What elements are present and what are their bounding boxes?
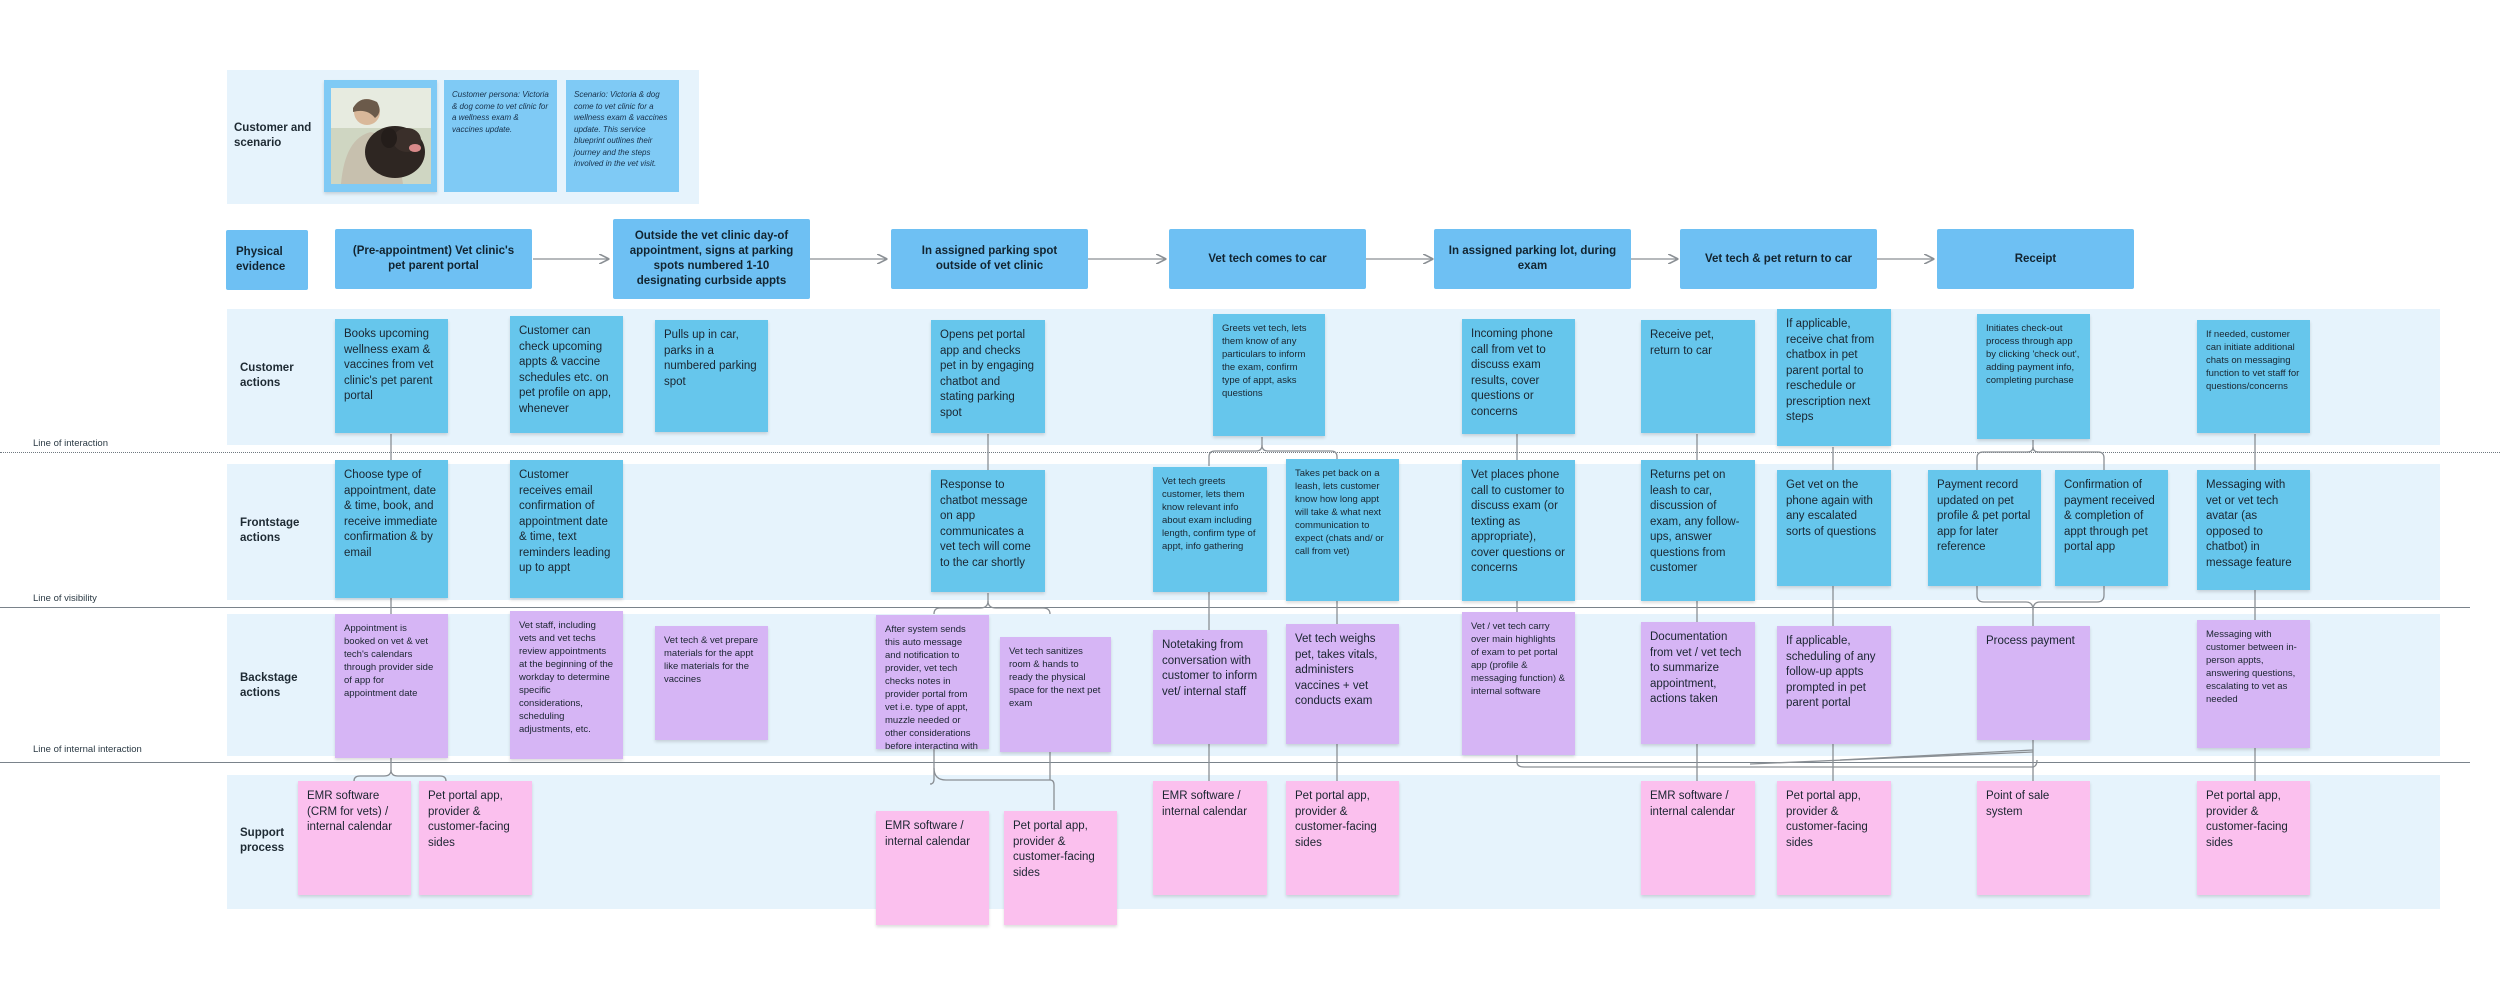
conn-ba1-sp2 [390,769,447,782]
backstage-action-10: If applicable, scheduling of any follow-… [1777,626,1891,744]
physical-evidence-2: Outside the vet clinic day-of appointmen… [613,219,810,299]
conn-ba4-sp3 [929,748,935,785]
conn-ba8-sp-wide [1516,755,2038,768]
line-of-internal-interaction-label: Line of internal interaction [33,744,142,755]
customer-action-9: Initiates check-out process through app … [1977,314,2090,439]
row-label-support-process: Support process [240,827,285,854]
support-process-4: Pet portal app, provider & customer-faci… [1004,811,1117,925]
backstage-action-2: Vet staff, including vets and vet techs … [510,611,623,759]
row-label-customer-actions: Customer actions [240,362,294,389]
backstage-action-7: Vet tech weighs pet, takes vitals, admin… [1286,624,1399,744]
support-process-10: Pet portal app, provider & customer-faci… [2197,781,2310,895]
frontstage-action-4: Vet tech greets customer, lets them know… [1153,467,1267,592]
support-process-7: EMR software / internal calendar [1641,781,1755,895]
customer-photo-icon [331,88,431,184]
frontstage-action-6: Vet places phone call to customer to dis… [1462,460,1575,601]
customer-action-2: Customer can check upcoming appts & vacc… [510,316,623,433]
physical-evidence-5: In assigned parking lot, during exam [1434,229,1631,289]
backstage-action-4: After system sends this auto message and… [876,615,989,749]
customer-action-3: Pulls up in car, parks in a numbered par… [655,320,768,432]
conn-fa9-ba11 [1976,586,2034,626]
support-process-9: Point of sale system [1977,781,2090,895]
scenario-photo-card [324,80,437,192]
scenario-card: Scenario: Victoria & dog come to vet cli… [566,80,679,192]
line-of-visibility-label: Line of visibility [33,593,97,604]
frontstage-action-2: Customer receives email confirmation of … [510,460,623,598]
customer-action-8: If applicable, receive chat from chatbox… [1777,309,1891,446]
backstage-action-12: Messaging with customer between in-perso… [2197,620,2310,748]
line-of-internal-interaction [0,762,2470,763]
physical-evidence-7: Receipt [1937,229,2134,289]
backstage-action-3: Vet tech & vet prepare materials for the… [655,626,768,740]
row-label-customer-scenario: Customer and scenario [234,122,312,149]
frontstage-action-8: Get vet on the phone again with any esca… [1777,470,1891,586]
backstage-action-5: Vet tech sanitizes room & hands to ready… [1000,637,1111,752]
physical-evidence-3: In assigned parking spot outside of vet … [891,229,1088,289]
conn-ba11-left-2 [1749,751,2034,765]
physical-evidence-6: Vet tech & pet return to car [1680,229,1877,289]
frontstage-action-7: Returns pet on leash to car, discussion … [1641,460,1755,601]
frontstage-action-11: Messaging with vet or vet tech avatar (a… [2197,470,2310,590]
conn-ba1-sp1 [353,758,392,782]
support-process-1: EMR software (CRM for vets) / internal c… [298,781,411,895]
support-process-5: EMR software / internal calendar [1153,781,1267,895]
row-label-physical-evidence: Physical evidence [226,230,308,290]
backstage-action-11: Process payment [1977,626,2090,740]
frontstage-action-1: Choose type of appointment, date & time,… [335,460,448,598]
conn-fa3-ba5 [987,600,1051,615]
support-process-6: Pet portal app, provider & customer-faci… [1286,781,1399,895]
row-label-frontstage-actions: Frontstage actions [240,517,300,544]
conn-ca9-fa9 [1976,440,2034,470]
conn-ca5-fa4 [1208,437,1263,466]
conn-ca5-fa5 [1261,444,1338,460]
frontstage-action-9: Payment record updated on pet profile & … [1928,470,2041,586]
conn-ba4-sp4 [933,767,1055,810]
frontstage-action-5: Takes pet back on a leash, lets customer… [1286,459,1399,601]
line-of-interaction-label: Line of interaction [33,438,108,449]
frontstage-action-10: Confirmation of payment received & compl… [2055,470,2168,586]
backstage-action-8: Vet / vet tech carry over main highlight… [1462,612,1575,755]
support-process-3: EMR software / internal calendar [876,811,989,925]
line-of-interaction [0,452,2500,453]
physical-evidence-4: Vet tech comes to car [1169,229,1366,289]
line-of-visibility [0,607,2470,608]
backstage-action-9: Documentation from vet / vet tech to sum… [1641,622,1755,744]
customer-action-10: If needed, customer can initiate additio… [2197,320,2310,433]
backstage-action-6: Notetaking from conversation with custom… [1153,630,1267,744]
conn-fa3-ba4 [933,593,989,615]
support-process-8: Pet portal app, provider & customer-faci… [1777,781,1891,895]
customer-action-5: Greets vet tech, lets them know of any p… [1213,314,1325,436]
customer-action-1: Books upcoming wellness exam & vaccines … [335,319,448,433]
persona-card: Customer persona: Victoria & dog come to… [444,80,557,192]
physical-evidence-1: (Pre-appointment) Vet clinic's pet paren… [335,229,532,289]
conn-ca9-fa10 [2032,446,2105,470]
support-process-2: Pet portal app, provider & customer-faci… [419,781,532,895]
row-label-backstage-actions: Backstage actions [240,672,298,699]
backstage-action-1: Appointment is booked on vet & vet tech'… [335,614,448,758]
frontstage-action-3: Response to chatbot message on app commu… [931,470,1045,592]
conn-fa10-ba11 [2032,586,2105,611]
customer-action-4: Opens pet portal app and checks pet in b… [931,320,1045,433]
customer-action-7: Receive pet, return to car [1641,320,1755,433]
customer-action-6: Incoming phone call from vet to discuss … [1462,319,1575,434]
